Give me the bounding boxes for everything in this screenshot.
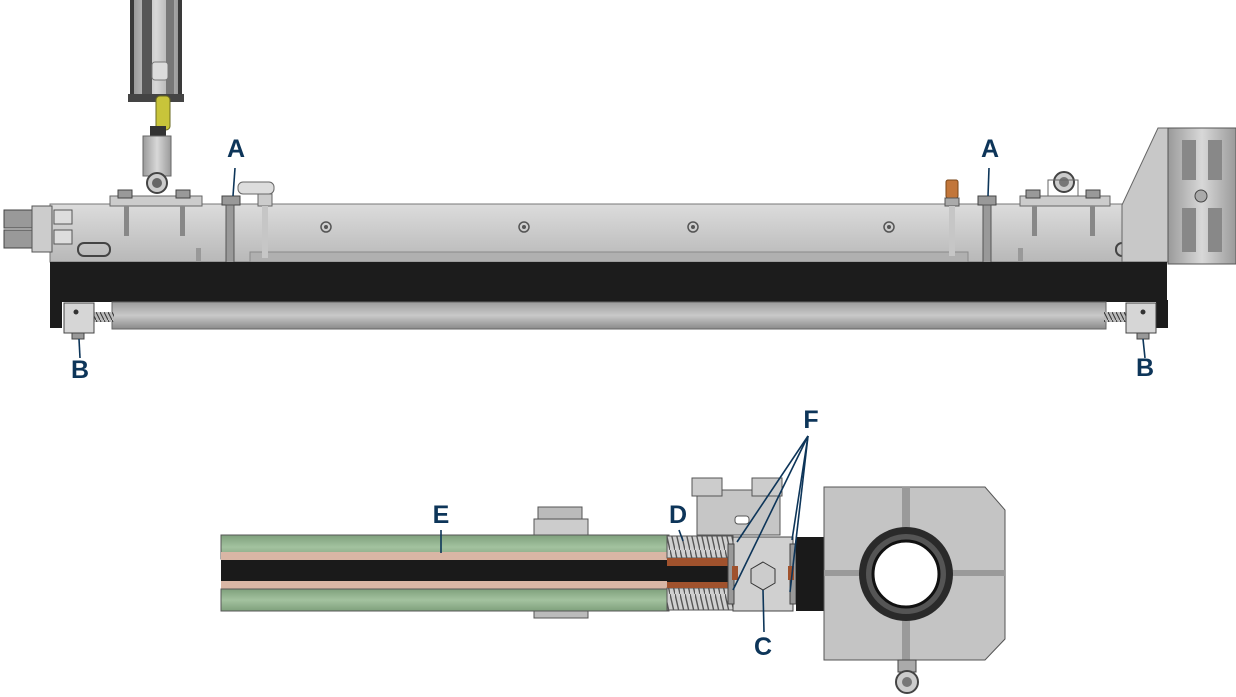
callout-c: C	[753, 633, 773, 661]
top-assembly	[3, 0, 1236, 340]
lower-green-roller	[220, 588, 670, 612]
lower-roller	[111, 301, 1107, 330]
callout-f: F	[803, 406, 819, 434]
left-end-fittings	[3, 205, 73, 253]
clamp-block	[727, 536, 797, 612]
callout-b-left: B	[70, 356, 90, 384]
right-end-bracket	[1121, 127, 1236, 265]
bearing-block	[823, 486, 1006, 694]
leader-lines	[78, 167, 1146, 633]
callout-e: E	[432, 501, 450, 529]
spring-lower	[666, 587, 734, 611]
brass-fitting	[944, 179, 960, 256]
air-cylinder	[128, 0, 184, 194]
tension-block-right	[1125, 302, 1157, 340]
callout-a-left: A	[226, 135, 246, 163]
callout-b-right: B	[1135, 354, 1155, 382]
elbow-fitting	[237, 181, 275, 258]
callout-d: D	[668, 501, 688, 529]
spring-upper	[666, 535, 734, 559]
tension-block-left	[63, 302, 95, 340]
detail-assembly	[220, 477, 1006, 694]
callout-a-right: A	[980, 135, 1000, 163]
beam-screws	[320, 221, 895, 233]
rubber-strip	[50, 262, 1167, 302]
